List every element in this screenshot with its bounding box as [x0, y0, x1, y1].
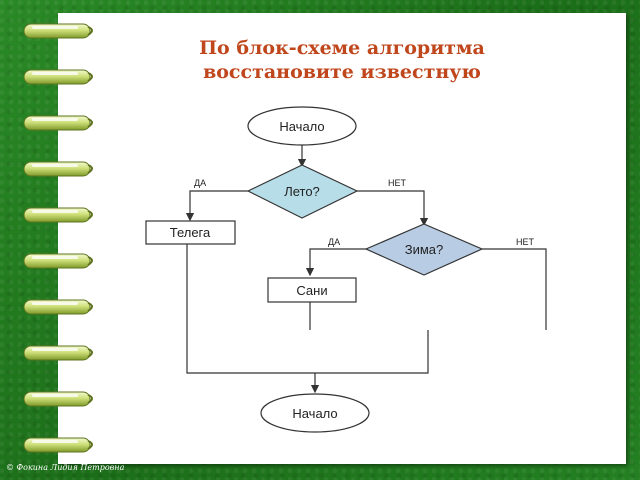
binder-ring-icon — [23, 69, 93, 85]
decision2-label: Зима? — [405, 242, 444, 257]
start-label: Начало — [279, 119, 324, 134]
binder-ring-icon — [23, 253, 93, 269]
binder-ring-icon — [23, 207, 93, 223]
decision-summer: Лето? — [246, 164, 359, 219]
connector-box1-down — [186, 244, 315, 374]
end-terminator: Начало — [260, 393, 370, 433]
decision2-yes-label: ДА — [328, 237, 340, 247]
binder-ring-icon — [23, 299, 93, 315]
connector-decision2-no — [482, 248, 547, 330]
end-label: Начало — [292, 406, 337, 421]
connector-merge — [315, 330, 429, 374]
binder-ring-icon — [23, 161, 93, 177]
slide-title: По блок-схеме алгоритма восстановите изв… — [58, 36, 626, 84]
process-cart: Телега — [145, 220, 236, 245]
decision-winter: Зима? — [364, 223, 484, 276]
binder-ring-icon — [23, 345, 93, 361]
binder-ring-icon — [23, 115, 93, 131]
connector-decision2-yes — [305, 248, 368, 277]
box2-label: Сани — [296, 283, 327, 298]
connector-decision1-yes — [185, 190, 248, 222]
process-sled: Сани — [267, 277, 357, 303]
box1-label: Телега — [170, 225, 211, 240]
binder-ring-icon — [23, 391, 93, 407]
binder-ring-icon — [23, 23, 93, 39]
binder-ring-icon — [23, 437, 93, 453]
copyright-text: © Фокина Лидия Петровна — [6, 463, 125, 472]
start-terminator: Начало — [247, 106, 357, 146]
decision1-no-label: НЕТ — [388, 178, 407, 188]
decision1-label: Лето? — [284, 184, 320, 199]
decision2-no-label: НЕТ — [516, 237, 535, 247]
title-line-1: По блок-схеме алгоритма — [199, 37, 485, 59]
connectors — [185, 145, 547, 394]
connector-decision1-no — [357, 190, 429, 227]
decision1-yes-label: ДА — [194, 178, 206, 188]
title-line-2: восстановите известную — [203, 61, 481, 83]
